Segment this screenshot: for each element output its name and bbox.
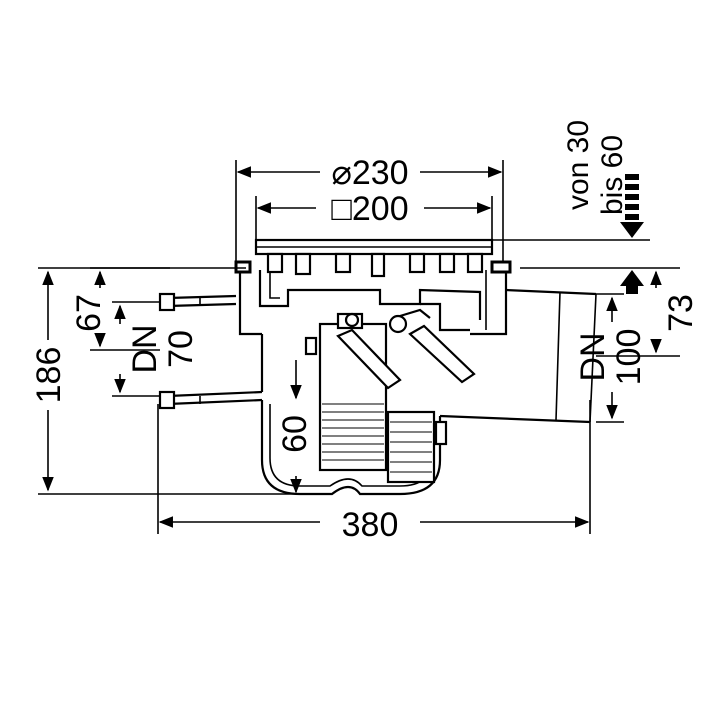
dim-label-outlet-100: 100 <box>610 329 648 386</box>
dim-label-diameter-230: ⌀230 <box>331 154 408 192</box>
outlet-pipe <box>439 288 597 424</box>
adjust-down-arrow-icon <box>620 174 644 238</box>
dim-label-73: 73 <box>662 294 700 332</box>
dim-label-380: 380 <box>342 506 399 544</box>
dim-label-186: 186 <box>30 347 68 404</box>
grate-frame <box>234 238 512 336</box>
backflow-flaps <box>304 308 476 390</box>
dim-height-adjust: von 30 bis 60 <box>470 120 650 294</box>
dim-water-seal-60: 60 <box>276 360 314 494</box>
dim-label-inlet-70: 70 <box>162 330 200 368</box>
dim-label-60: 60 <box>276 415 314 453</box>
dim-outlet-dn-100: DN 100 <box>574 293 648 423</box>
upper-housing <box>258 270 487 332</box>
dim-inlet-height-67: 67 <box>70 267 170 351</box>
inlet-pipe <box>158 292 263 410</box>
dim-diameter-230: ⌀230 <box>235 154 504 262</box>
adjust-up-arrow-icon <box>620 270 644 294</box>
dim-square-200: □200 <box>255 190 493 244</box>
basin-hatching <box>390 421 432 473</box>
trap-hatching <box>322 403 384 461</box>
dim-total-height-186: 186 <box>30 267 300 495</box>
dim-label-square-200: □200 <box>331 190 408 228</box>
dim-overall-width-380: 380 <box>157 400 591 544</box>
dim-label-von-30: von 30 <box>562 120 595 210</box>
dim-label-67: 67 <box>70 294 108 332</box>
dim-label-bis-60: bis 60 <box>596 135 629 215</box>
dim-outlet-height-73: 73 <box>520 267 700 357</box>
dim-label-inlet-dn: DN <box>126 324 164 373</box>
dim-inlet-dn-70: DN 70 <box>112 301 200 397</box>
